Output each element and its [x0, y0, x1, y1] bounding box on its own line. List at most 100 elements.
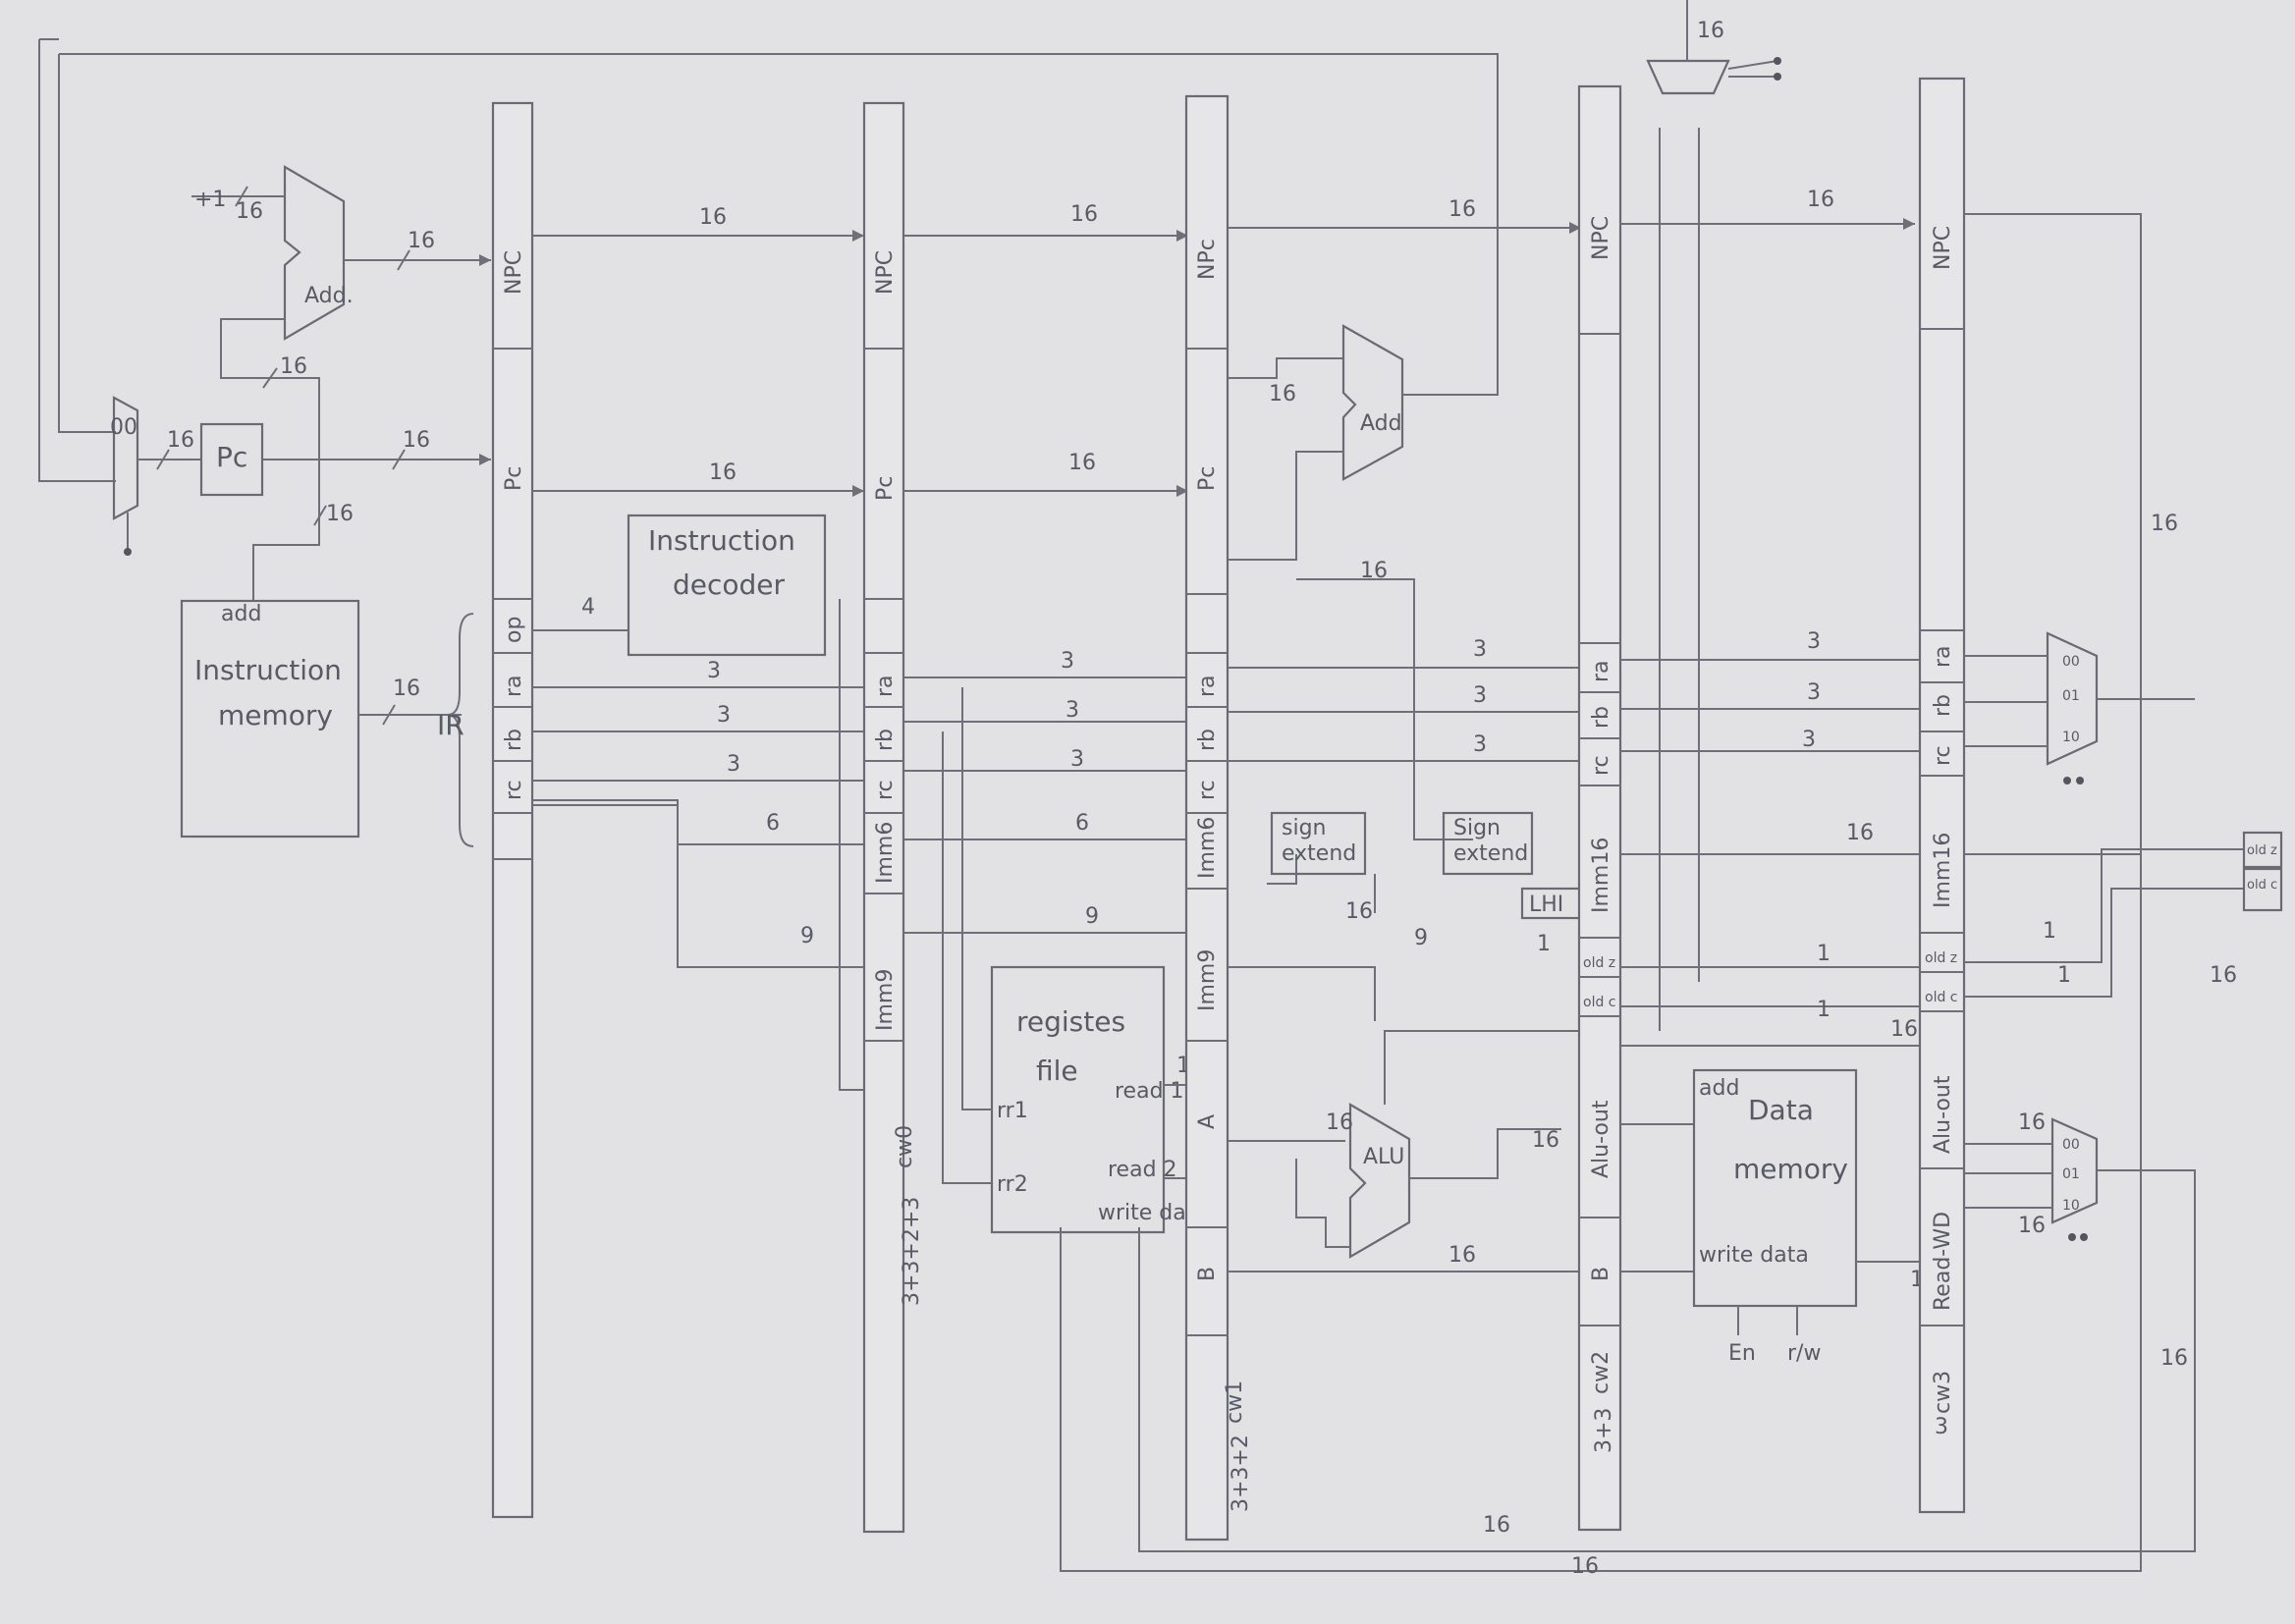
- width-label: 9: [800, 924, 814, 948]
- reg4-cw3-label: cw3: [1931, 1371, 1955, 1414]
- alu-label: ALU: [1363, 1145, 1404, 1169]
- sign-extend-title: extend: [1282, 841, 1356, 866]
- flag-c-label: old c: [2247, 878, 2277, 893]
- reg0-pc-label: Pc: [502, 466, 526, 491]
- width-label: 1: [1817, 998, 1831, 1022]
- rr1-port: rr1: [997, 1099, 1028, 1123]
- reg3-rb-label: rb: [1589, 706, 1613, 729]
- width-label: 1: [2057, 963, 2071, 988]
- reg2-imm9-label: Imm9: [1195, 949, 1220, 1011]
- width-label: 16: [1846, 821, 1874, 845]
- dmem-write-data-port: write data: [1699, 1243, 1809, 1268]
- width-label: 6: [1075, 811, 1089, 836]
- reg1-imm6-label: Imm6: [873, 822, 898, 884]
- reg4-npc-label: NPC: [1931, 226, 1955, 270]
- id-stage-wires: [532, 236, 864, 1090]
- reg3-alu-out-label: Alu-out: [1589, 1100, 1613, 1178]
- width-label: 16: [1697, 19, 1724, 43]
- reg2-b-label: B: [1195, 1267, 1220, 1281]
- adder-pc-plus-one: [285, 167, 344, 339]
- reg4-alu-out-label: Alu-out: [1931, 1075, 1955, 1154]
- width-label: 16: [1326, 1110, 1353, 1135]
- width-label: 4: [581, 595, 595, 620]
- regfile-title: file: [1036, 1055, 1078, 1087]
- reg4-imm16-label: Imm16: [1931, 833, 1955, 908]
- width-label: 16: [326, 502, 354, 526]
- reg4-old-z-label: old z: [1925, 950, 1957, 966]
- width-label: 3: [1070, 747, 1084, 772]
- read1-port: read 1: [1115, 1079, 1184, 1104]
- rr-stage-wires: [903, 236, 1188, 1183]
- pipeline-register-ex-mem: [1579, 86, 1620, 1530]
- sign-extend-title: Sign: [1453, 816, 1501, 840]
- reg2-npc-label: NPc: [1195, 239, 1220, 280]
- width-label: 16: [2151, 512, 2178, 536]
- width-label: 16: [1571, 1554, 1599, 1579]
- imem-add-label: add: [221, 602, 261, 626]
- alu: [1350, 1105, 1409, 1257]
- width-label: 9: [1414, 926, 1428, 950]
- width-label: 16: [403, 428, 430, 453]
- reg1-npc-label: NPC: [873, 250, 898, 295]
- wb-stage-wires: [1061, 214, 2244, 1571]
- ir-label: IR: [437, 709, 464, 741]
- decoder-title: decoder: [673, 568, 786, 601]
- reg4-cw3-width: 3: [1935, 1415, 1948, 1439]
- width-label: 16: [1807, 188, 1834, 212]
- reg4-read-wd-label: Read-WD: [1931, 1212, 1955, 1311]
- width-label: 3: [1473, 637, 1487, 662]
- npc-select-mux: [1648, 61, 1728, 93]
- width-label: 16: [1448, 197, 1476, 222]
- width-label: 16: [699, 205, 727, 230]
- reg3-rc-label: rc: [1589, 755, 1613, 776]
- width-label: 1: [1537, 932, 1551, 956]
- ir-rb-field: rb: [502, 729, 526, 751]
- reg3-ra-label: ra: [1589, 660, 1613, 682]
- reg4-rc-label: rc: [1931, 745, 1955, 766]
- width-label: 16: [1448, 1243, 1476, 1268]
- dmem-read-write: r/w: [1787, 1341, 1821, 1366]
- reg1-ra-label: ra: [873, 675, 898, 697]
- adder2-label: Add: [1360, 411, 1402, 436]
- reg0-npc-label: NPC: [502, 250, 526, 295]
- sign-extend-title: extend: [1453, 841, 1528, 866]
- width-label: 3: [727, 752, 740, 777]
- lhi-label: LHI: [1529, 893, 1563, 917]
- imem-title: Instruction: [194, 654, 342, 686]
- reg2-rb-label: rb: [1195, 729, 1220, 751]
- reg2-cw1-label: cw1: [1223, 1380, 1247, 1424]
- adder-label: Add.: [304, 284, 354, 308]
- reg4-old-c-label: old c: [1925, 990, 1958, 1005]
- regfile-title: registes: [1016, 1005, 1125, 1038]
- width-label: 16: [1269, 382, 1296, 406]
- width-label: 3: [1066, 698, 1079, 723]
- reg1-rc-label: rc: [873, 780, 898, 800]
- width-label: 3: [1473, 683, 1487, 708]
- mux-sel-0: 00: [2062, 654, 2080, 670]
- width-label: 16: [2018, 1214, 2046, 1238]
- reg4-rb-label: rb: [1931, 694, 1955, 717]
- mux-sel-2: 10: [2062, 1198, 2080, 1214]
- reg2-pc-label: Pc: [1195, 466, 1220, 491]
- pc-feedback-wires: [39, 39, 1498, 481]
- sign-extend-title: sign: [1282, 816, 1326, 840]
- reg3-old-c-label: old c: [1583, 995, 1616, 1010]
- imem-title: memory: [218, 699, 333, 731]
- reg2-cw1-width: 3+3+2: [1229, 1435, 1253, 1512]
- reg3-cw2-width: 3+3: [1592, 1408, 1616, 1453]
- width-label: 1: [1817, 942, 1831, 966]
- mux-sel-1: 01: [2062, 1166, 2080, 1182]
- reg2-imm6-label: Imm6: [1195, 817, 1220, 879]
- width-label: 1: [2043, 919, 2056, 944]
- adder-branch-target: [1343, 326, 1402, 479]
- width-label: 16: [1068, 451, 1096, 475]
- mux-sel-2: 10: [2062, 730, 2080, 745]
- reg2-ra-label: ra: [1195, 675, 1220, 697]
- reg2-a-label: A: [1195, 1114, 1220, 1129]
- width-label: 9: [1085, 904, 1099, 929]
- width-label: 3: [717, 703, 731, 728]
- pipeline-register-if-id: [493, 103, 532, 1517]
- width-label: 16: [167, 428, 194, 453]
- width-label: 16: [2160, 1346, 2188, 1371]
- reg3-cw2-label: cw2: [1589, 1351, 1613, 1394]
